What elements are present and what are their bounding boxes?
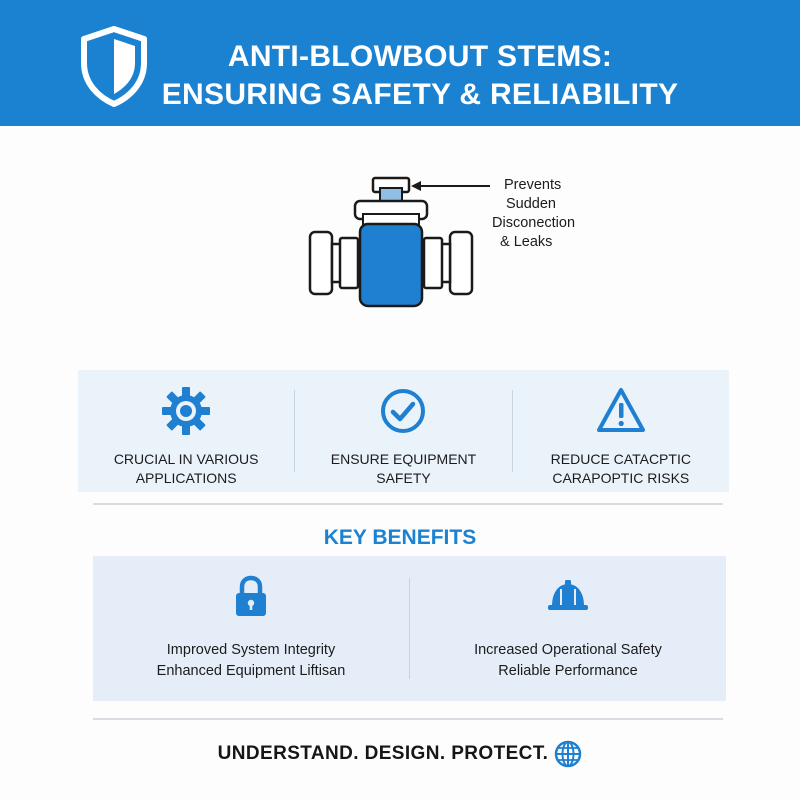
feature-safety: ENSURE EQUIPMENT SAFETY (295, 370, 511, 492)
header-banner: ANTI-BLOWBOUT STEMS: ENSURING SAFETY & R… (0, 0, 800, 126)
feature-line: APPLICATIONS (135, 470, 237, 486)
gear-icon (162, 387, 211, 435)
divider (294, 390, 296, 472)
feature-text: ENSURE EQUIPMENT SAFETY (331, 450, 476, 488)
tagline: UNDERSTAND. DESIGN. PROTECT. (0, 740, 800, 768)
benefit-line: Improved System Integrity (166, 642, 336, 658)
feature-risks: REDUCE CATACPTIC CARAPOPTIC RISKS (513, 370, 729, 492)
page-title: ANTI-BLOWBOUT STEMS: ENSURING SAFETY & R… (150, 38, 690, 114)
benefit-line: Reliable Performance (498, 663, 638, 679)
hard-hat-icon (548, 580, 588, 610)
benefit-line: Increased Operational Safety (474, 642, 662, 658)
benefit-text: Increased Operational Safety Reliable Pe… (474, 640, 662, 682)
feature-line: CRUCIAL IN VARIOUS (113, 451, 259, 467)
tagline-text: UNDERSTAND. DESIGN. PROTECT. (217, 743, 549, 764)
divider (93, 718, 723, 720)
callout-line: Disconection (492, 215, 576, 231)
key-benefits-title: KEY BENEFITS (323, 526, 477, 549)
benefit-operational-safety: Increased Operational Safety Reliable Pe… (410, 556, 726, 701)
warning-icon (596, 388, 645, 432)
callout-line: & Leaks (500, 234, 553, 250)
feature-line: SAFETY (376, 470, 431, 486)
feature-line: ENSURE EQUIPMENT (330, 451, 477, 467)
feature-line: CARAPOPTIC RISKS (552, 470, 690, 486)
shield-icon (81, 26, 147, 107)
benefit-integrity: Improved System Integrity Enhanced Equip… (93, 556, 409, 701)
benefit-text: Improved System Integrity Enhanced Equip… (157, 640, 346, 682)
benefit-line: Enhanced Equipment Liftisan (156, 663, 346, 679)
divider (409, 578, 410, 679)
title-line-2: ENSURING SAFETY & RELIABILITY (161, 78, 679, 111)
valve-icon (308, 176, 490, 308)
callout-text: Prevents Sudden Disconection & Leaks (492, 176, 602, 252)
divider (93, 503, 723, 505)
globe-icon (555, 740, 582, 768)
title-line-1: ANTI-BLOWBOUT STEMS: (227, 40, 613, 73)
check-circle-icon (381, 389, 426, 433)
features-panel: CRUCIAL IN VARIOUS APPLICATIONS ENSURE E… (78, 370, 729, 492)
feature-text: REDUCE CATACPTIC CARAPOPTIC RISKS (551, 450, 691, 488)
lock-icon (236, 575, 266, 616)
feature-text: CRUCIAL IN VARIOUS APPLICATIONS (114, 450, 259, 488)
feature-line: REDUCE CATACPTIC (550, 451, 691, 467)
callout-line: Sudden (506, 196, 556, 212)
feature-applications: CRUCIAL IN VARIOUS APPLICATIONS (78, 370, 294, 492)
divider (511, 390, 513, 472)
key-benefits-panel: Improved System Integrity Enhanced Equip… (93, 556, 726, 701)
callout-line: Prevents (504, 177, 562, 193)
